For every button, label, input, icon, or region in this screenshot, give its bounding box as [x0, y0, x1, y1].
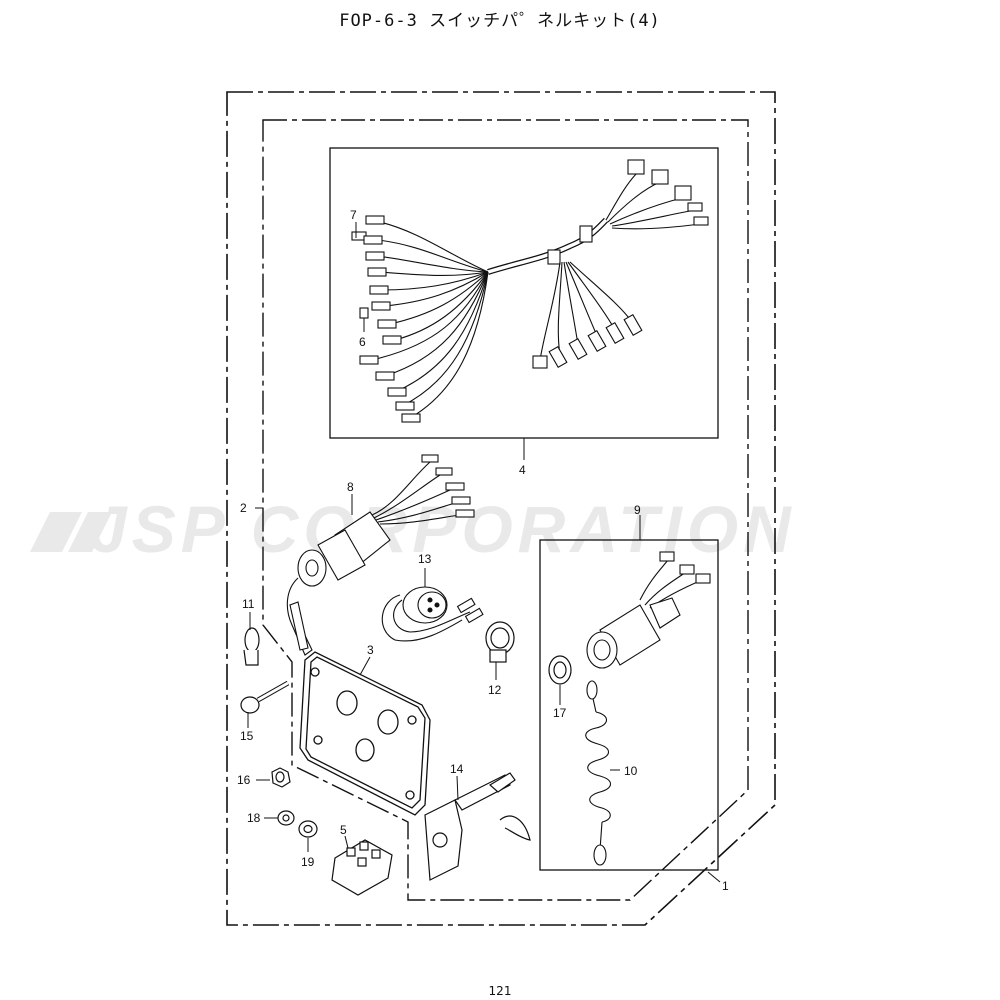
- watermark: JSP CORPORATION: [90, 492, 796, 566]
- ref-label-8: 8: [347, 480, 354, 494]
- ref-label-17: 17: [553, 706, 567, 720]
- kill-switch: [586, 551, 711, 669]
- wiring-harness: [351, 159, 709, 423]
- ref-label-6: 6: [359, 335, 366, 349]
- ref-label-19: 19: [301, 855, 315, 869]
- ref-label-14: 14: [450, 762, 464, 776]
- ref-label-13: 13: [418, 552, 432, 566]
- ref-label-15: 15: [240, 729, 254, 743]
- switch-box-part-9: [539, 539, 719, 871]
- outer-frame-part-1: [226, 91, 776, 926]
- ref-label-16: 16: [237, 773, 251, 787]
- band-clamp: [485, 621, 515, 663]
- ref-label-10: 10: [624, 764, 638, 778]
- ref-label-2: 2: [240, 501, 247, 515]
- ref-label-3: 3: [367, 643, 374, 657]
- ref-label-4: 4: [519, 463, 526, 477]
- ref-label-12: 12: [488, 683, 502, 697]
- ref-label-18: 18: [247, 811, 261, 825]
- main-key-switch: [286, 454, 475, 656]
- page-title: FOP-6-3 スイッチパ゜ネルキット(4): [339, 11, 661, 31]
- watermark-logo-icon: [30, 512, 112, 552]
- screw: [240, 680, 290, 714]
- cable-clip: [243, 627, 260, 666]
- mounting-bracket: [424, 772, 531, 881]
- washers: [277, 810, 318, 838]
- inner-frame-part-2: [262, 119, 749, 901]
- ref-label-9: 9: [634, 503, 641, 517]
- reference-numbers: 1 2 3 4 5 6 7 8 9 10 11 12 13 14 15 16 1…: [237, 208, 729, 893]
- ref-label-11: 11: [242, 597, 255, 611]
- lanyard-cord: [585, 680, 612, 866]
- ring-nut: [548, 655, 572, 685]
- ref-label-5: 5: [340, 823, 347, 837]
- page-number: 121: [488, 984, 512, 998]
- buzzer: [381, 586, 484, 642]
- nut: [271, 767, 291, 788]
- connector-block: [331, 839, 393, 896]
- ref-label-7: 7: [350, 208, 357, 222]
- leader-lines: [247, 222, 721, 883]
- ref-label-1: 1: [722, 879, 729, 893]
- switch-panel-plate: [299, 651, 431, 816]
